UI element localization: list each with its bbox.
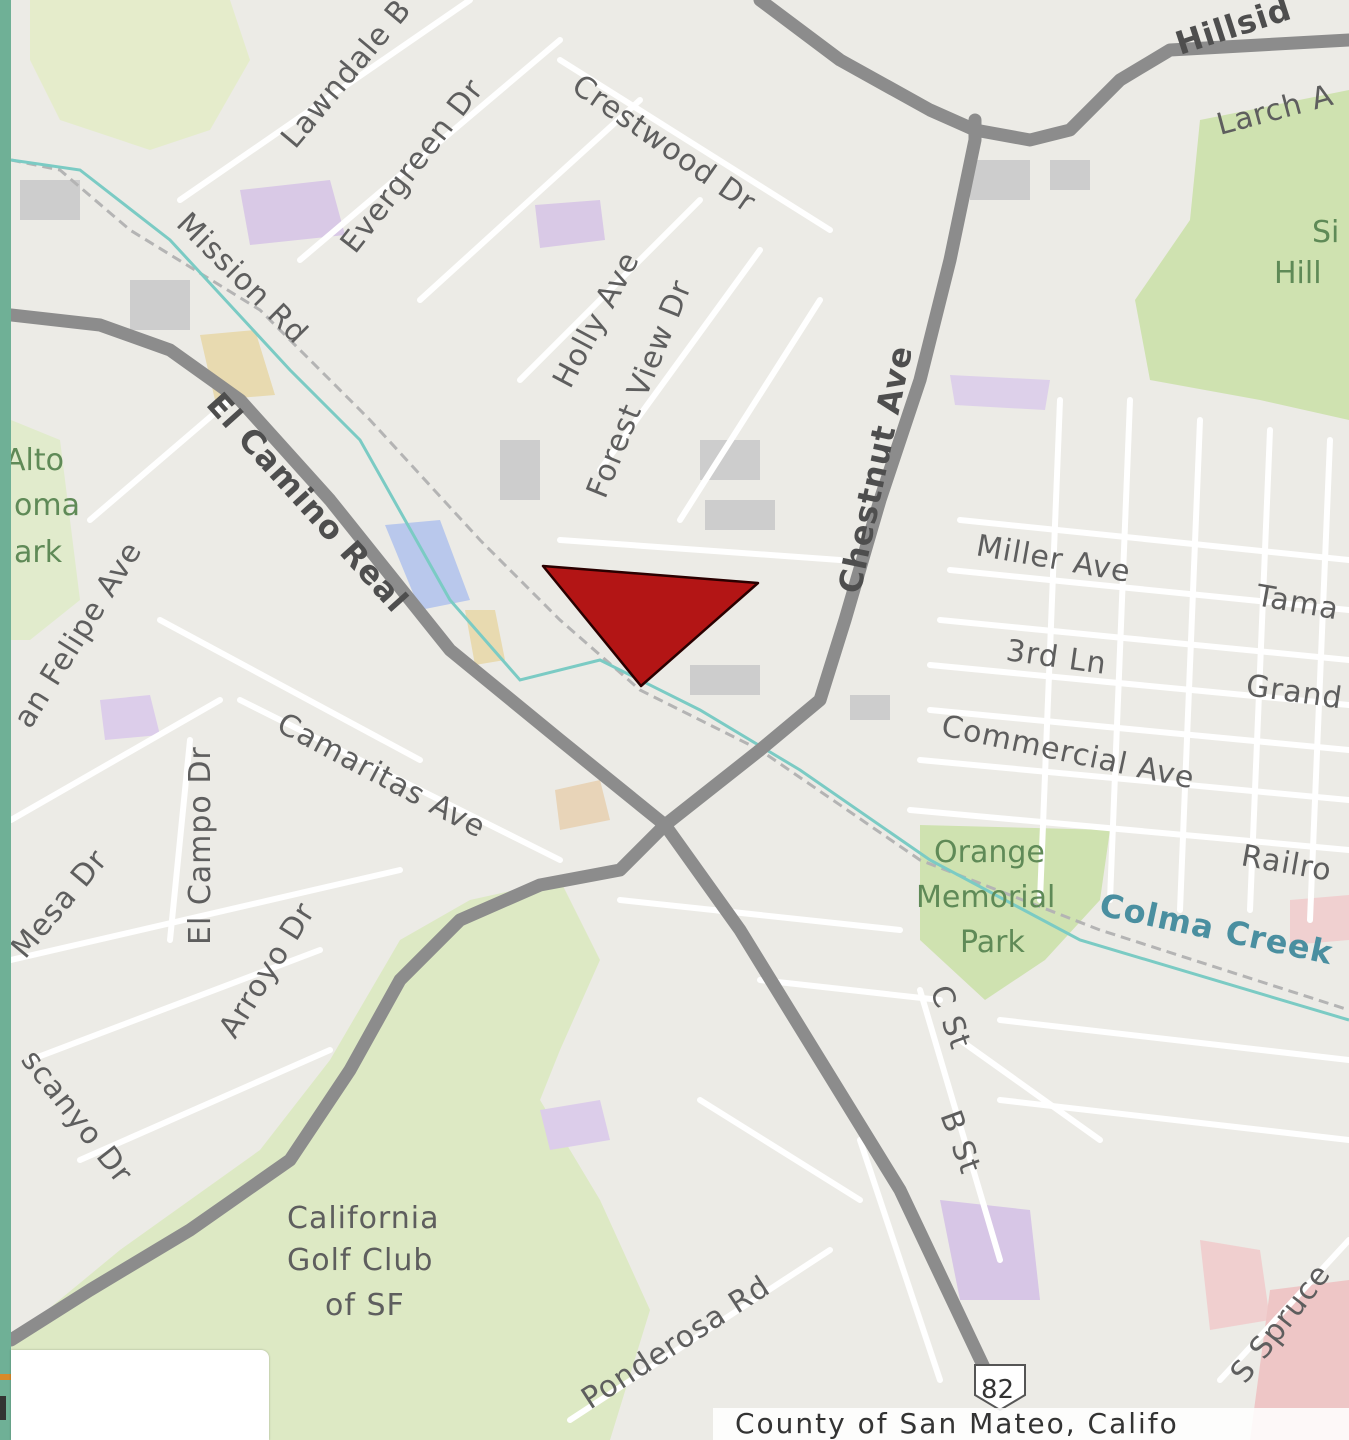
map-attribution: County of San Mateo, Califo [713,1408,1349,1440]
park-area-orange-memorial [920,825,1110,1000]
map-canvas[interactable]: 82 Hillsid Larch A Lawndale B Evergreen … [11,0,1349,1440]
panel-accent [0,1374,11,1380]
block-commercial [1290,895,1349,945]
colma-creek-line[interactable] [11,158,1349,1022]
park-label-sign-hill-1: Si [1312,215,1339,250]
park-label-sign-hill-2: Hill [1274,256,1322,291]
park-label-california-golf-3: of SF [325,1288,405,1323]
block-parking [555,780,610,830]
park-label-orange-memorial-1: Orange [934,835,1045,870]
park-label-orange-memorial-3: Park [960,925,1025,960]
block-institution [950,375,1050,410]
park-area-sign-hill [1135,90,1349,420]
block-institution [940,1200,1040,1300]
route-82-label: 82 [981,1375,1014,1405]
block-institution [100,695,160,740]
map-widget-box [11,1350,269,1440]
park-area-california-golf [11,880,650,1440]
park-label-orange-memorial-2: Memorial [916,880,1055,915]
block-station [385,520,470,610]
park-label-california-golf-2: Golf Club [287,1243,433,1278]
block-institution [535,200,605,248]
major-roads[interactable] [11,0,1349,1387]
block-institution [240,180,345,245]
park-label-alto-loma-3: ark [14,535,63,570]
park-area-northwest [30,0,250,150]
map-svg[interactable]: 82 Hillsid Larch A Lawndale B Evergreen … [11,0,1349,1440]
location-marker[interactable] [541,564,760,688]
panel-handle [0,1396,6,1420]
park-label-alto-loma-1: Alto [11,443,64,478]
park-label-alto-loma-2: oma [14,488,80,523]
left-panel-edge [0,0,11,1440]
block-institution [540,1100,610,1150]
park-area-alto-loma [11,420,80,640]
minor-streets [11,0,1349,1423]
route-82-shield: 82 [974,1364,1026,1412]
street-label-el-campo: El Campo Dr [183,746,218,945]
block-commercial [1200,1240,1270,1330]
park-label-california-golf-1: California [287,1201,439,1236]
